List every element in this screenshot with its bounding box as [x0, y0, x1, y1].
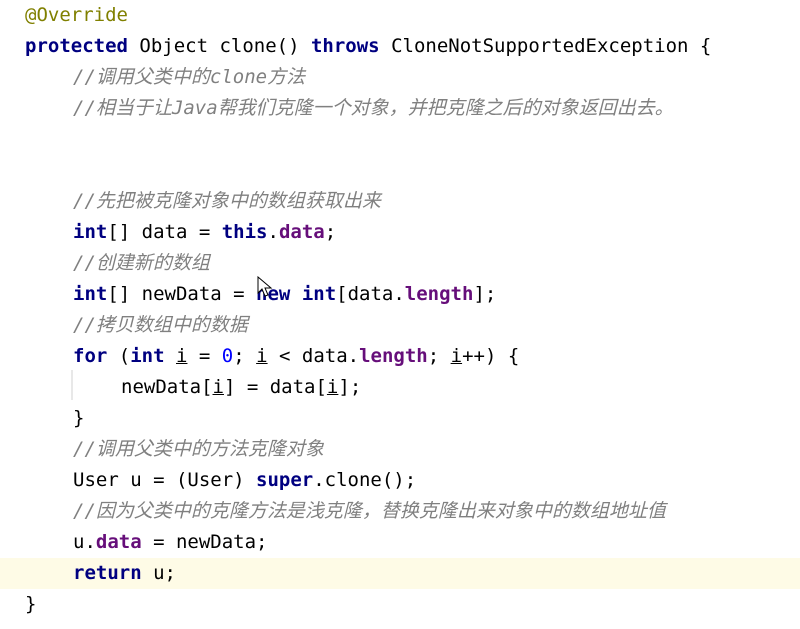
token-code-text: ++) { — [462, 345, 520, 367]
mouse-pointer-icon — [257, 276, 273, 297]
code-line-text: @Override — [25, 0, 128, 31]
code-line[interactable]: for (int i = 0; i < data.length; i++) { — [0, 341, 800, 372]
token-code-text: Object clone() — [127, 35, 311, 57]
token-keyword: super — [256, 469, 314, 491]
token-code-text: } — [73, 407, 85, 429]
token-code-text: } — [25, 593, 37, 615]
token-code-text: . — [267, 221, 279, 243]
code-line[interactable]: } — [0, 403, 800, 434]
code-line[interactable]: int[] data = this.data; — [0, 217, 800, 248]
code-line[interactable]: //拷贝数组中的数据 — [0, 310, 800, 341]
token-field: data — [95, 531, 142, 553]
token-annotation: @Override — [25, 4, 128, 26]
token-comment: //先把被克隆对象中的数组获取出来 — [73, 190, 381, 212]
code-line-current[interactable]: return u; — [0, 558, 800, 589]
token-code-text: u. — [73, 531, 96, 553]
code-line[interactable]: //调用父类中的clone方法 — [0, 62, 800, 93]
token-comment: //调用父类中的clone方法 — [73, 66, 306, 88]
token-code-text: ( — [107, 345, 131, 367]
code-line[interactable]: //相当于让Java帮我们克隆一个对象，并把克隆之后的对象返回出去。 — [0, 93, 800, 124]
code-line[interactable] — [0, 155, 800, 186]
token-keyword: protected — [25, 35, 128, 57]
code-line[interactable]: User u = (User) super.clone(); — [0, 465, 800, 496]
token-keyword: for — [73, 345, 108, 367]
token-code-text: User u = (User) — [73, 469, 257, 491]
code-line-text: } — [73, 403, 84, 434]
code-line[interactable]: int[] newData = new int[data.length]; — [0, 279, 800, 310]
code-line-text: int[] data = this.data; — [73, 217, 336, 248]
code-line-text: } — [25, 589, 36, 620]
code-line-text: newData[i] = data[i]; — [121, 372, 361, 403]
code-line[interactable]: u.data = newData; — [0, 527, 800, 558]
token-comment: //拷贝数组中的数据 — [73, 314, 248, 336]
token-keyword: int — [73, 283, 108, 305]
token-code-text: newData[ — [121, 376, 213, 398]
token-keyword: int — [130, 345, 165, 367]
token-field: length — [404, 283, 474, 305]
code-line-text: protected Object clone() throws CloneNot… — [25, 31, 711, 62]
code-line[interactable]: protected Object clone() throws CloneNot… — [0, 31, 800, 62]
token-variable: i — [256, 345, 268, 367]
token-code-text: ; — [233, 345, 257, 367]
code-line-text: return u; — [73, 558, 176, 589]
token-variable: i — [212, 376, 224, 398]
token-variable: i — [176, 345, 188, 367]
token-comment: //相当于让Java帮我们克隆一个对象，并把克隆之后的对象返回出去。 — [73, 97, 674, 119]
code-line-text: //拷贝数组中的数据 — [73, 310, 248, 341]
token-keyword: throws — [310, 35, 380, 57]
code-line-text: //因为父类中的克隆方法是浅克隆，替换克隆出来对象中的数组地址值 — [73, 496, 666, 527]
token-comment: //因为父类中的克隆方法是浅克隆，替换克隆出来对象中的数组地址值 — [73, 500, 666, 522]
code-line-text: //调用父类中的方法克隆对象 — [73, 434, 324, 465]
code-line[interactable] — [0, 124, 800, 155]
token-code-text: ] = data[ — [223, 376, 327, 398]
token-keyword: return — [73, 562, 142, 584]
token-code-text: < data. — [267, 345, 360, 367]
code-line-text: for (int i = 0; i < data.length; i++) { — [73, 341, 519, 372]
token-variable: i — [450, 345, 463, 367]
token-keyword: int — [301, 283, 337, 305]
code-line-text: //调用父类中的clone方法 — [73, 62, 305, 93]
token-code-text: [] data = — [107, 221, 222, 243]
code-line-text: //创建新的数组 — [73, 248, 210, 279]
token-code-text — [290, 283, 301, 305]
code-line[interactable]: newData[i] = data[i]; — [0, 372, 800, 403]
token-code-text: ; — [324, 221, 337, 243]
token-keyword: this — [221, 221, 268, 243]
indent-guide — [71, 370, 73, 400]
code-line-text: u.data = newData; — [73, 527, 268, 558]
code-line-text: int[] newData = new int[data.length]; — [73, 279, 496, 310]
token-code-text: u; — [141, 562, 176, 584]
code-line-text: //先把被克隆对象中的数组获取出来 — [73, 186, 381, 217]
token-variable: i — [326, 376, 339, 398]
token-code-text — [165, 345, 176, 367]
token-field: data — [278, 221, 325, 243]
code-line[interactable]: @Override — [0, 0, 800, 31]
token-number: 0 — [221, 345, 234, 367]
token-code-text: .clone(); — [313, 469, 417, 491]
code-line-text: User u = (User) super.clone(); — [73, 465, 416, 496]
token-comment: //创建新的数组 — [73, 252, 210, 274]
code-line[interactable]: } — [0, 589, 800, 620]
code-line[interactable]: //调用父类中的方法克隆对象 — [0, 434, 800, 465]
code-line[interactable]: //因为父类中的克隆方法是浅克隆，替换克隆出来对象中的数组地址值 — [0, 496, 800, 527]
code-line[interactable]: //先把被克隆对象中的数组获取出来 — [0, 186, 800, 217]
token-code-text: [data. — [336, 283, 405, 305]
token-code-text: CloneNotSupportedException { — [379, 35, 712, 57]
token-code-text: ]; — [338, 376, 362, 398]
token-field: length — [359, 345, 428, 367]
code-line-text: //相当于让Java帮我们克隆一个对象，并把克隆之后的对象返回出去。 — [73, 93, 674, 124]
token-code-text: ; — [427, 345, 451, 367]
token-code-text: = newData; — [141, 531, 268, 553]
token-code-text: [] newData = — [107, 283, 257, 305]
code-line[interactable]: //创建新的数组 — [0, 248, 800, 279]
token-keyword: int — [73, 221, 108, 243]
token-code-text: ]; — [473, 283, 497, 305]
token-comment: //调用父类中的方法克隆对象 — [73, 438, 324, 460]
token-code-text: = — [187, 345, 222, 367]
